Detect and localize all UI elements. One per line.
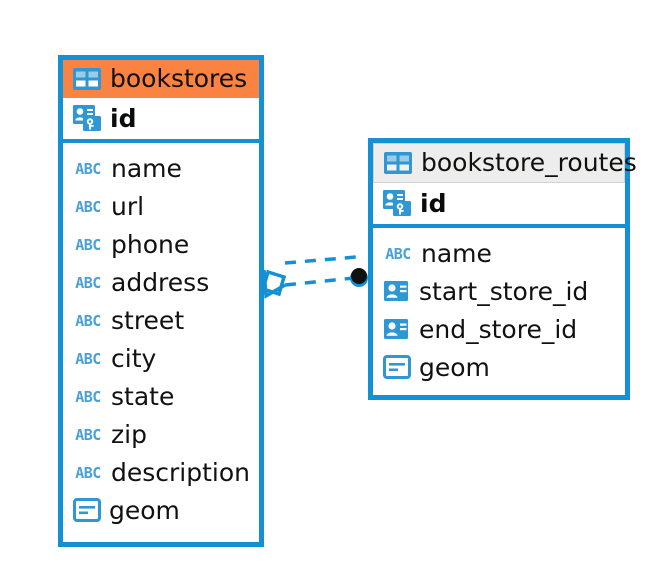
field-row[interactable]: ABC street: [63, 301, 259, 339]
text-abc-icon: ABC: [75, 349, 101, 368]
field-name: zip: [111, 419, 147, 449]
primary-key-label: id: [420, 188, 447, 218]
geometry-icon: [383, 355, 411, 379]
entity-table-bookstore-routes[interactable]: bookstore_routes id: [368, 138, 637, 400]
relationship-line-middle: [284, 276, 355, 287]
table-icon: [73, 67, 101, 90]
field-name: name: [421, 238, 492, 268]
field-name: geom: [419, 352, 490, 382]
field-row[interactable]: ABC name: [63, 149, 259, 187]
field-list: ABC name ABC url ABC phone ABC address A…: [63, 143, 259, 536]
table-icon: [384, 151, 412, 174]
field-row[interactable]: ABC description: [63, 453, 259, 491]
primary-key-label: id: [110, 103, 137, 133]
field-row[interactable]: ABC state: [63, 377, 259, 415]
field-name: url: [111, 191, 145, 221]
field-row[interactable]: ABC zip: [63, 415, 259, 453]
primary-key-icon: [383, 190, 411, 216]
field-row[interactable]: end_store_id: [373, 310, 625, 348]
entity-title: bookstore_routes: [421, 148, 637, 177]
field-name: name: [111, 153, 182, 183]
text-abc-icon: ABC: [75, 197, 101, 216]
foreign-key-icon: [383, 279, 411, 303]
field-name: street: [111, 305, 185, 335]
field-row[interactable]: ABC name: [373, 234, 625, 272]
field-list: ABC name start_store_id: [373, 228, 625, 393]
entity-header[interactable]: bookstore_routes: [373, 143, 637, 183]
text-abc-icon: ABC: [385, 244, 411, 263]
field-row[interactable]: start_store_id: [373, 272, 625, 310]
field-name: start_store_id: [419, 276, 589, 306]
primary-key-icon: [73, 105, 101, 131]
foreign-key-icon: [383, 317, 411, 341]
primary-key-row[interactable]: id: [373, 183, 625, 228]
entity-table-bookstores[interactable]: bookstores id: [58, 55, 264, 547]
field-name: city: [111, 343, 157, 373]
geometry-icon: [73, 498, 101, 522]
field-row[interactable]: ABC url: [63, 187, 259, 225]
relationship-endpoint-ring: [350, 269, 368, 287]
text-abc-icon: ABC: [75, 425, 101, 444]
entity-title: bookstores: [110, 64, 248, 93]
field-name: geom: [109, 495, 180, 525]
field-name: description: [111, 457, 251, 487]
crows-foot-diamond-icon: [260, 269, 287, 297]
field-row[interactable]: ABC address: [63, 263, 259, 301]
field-name: phone: [111, 229, 190, 259]
text-abc-icon: ABC: [75, 463, 101, 482]
field-row[interactable]: ABC city: [63, 339, 259, 377]
field-name: state: [111, 381, 175, 411]
field-name: end_store_id: [419, 314, 578, 344]
primary-key-row[interactable]: id: [63, 98, 259, 143]
text-abc-icon: ABC: [75, 235, 101, 254]
field-row[interactable]: geom: [63, 491, 259, 529]
crows-foot-tail-icon: [262, 269, 286, 299]
text-abc-icon: ABC: [75, 159, 101, 178]
relationship-endpoint-dot: [351, 268, 367, 284]
text-abc-icon: ABC: [75, 387, 101, 406]
field-row[interactable]: ABC phone: [63, 225, 259, 263]
text-abc-icon: ABC: [75, 273, 101, 292]
text-abc-icon: ABC: [75, 311, 101, 330]
field-row[interactable]: geom: [373, 348, 625, 386]
field-name: address: [111, 267, 210, 297]
entity-header[interactable]: bookstores: [63, 60, 259, 98]
relationship-line-upper: [284, 255, 357, 265]
